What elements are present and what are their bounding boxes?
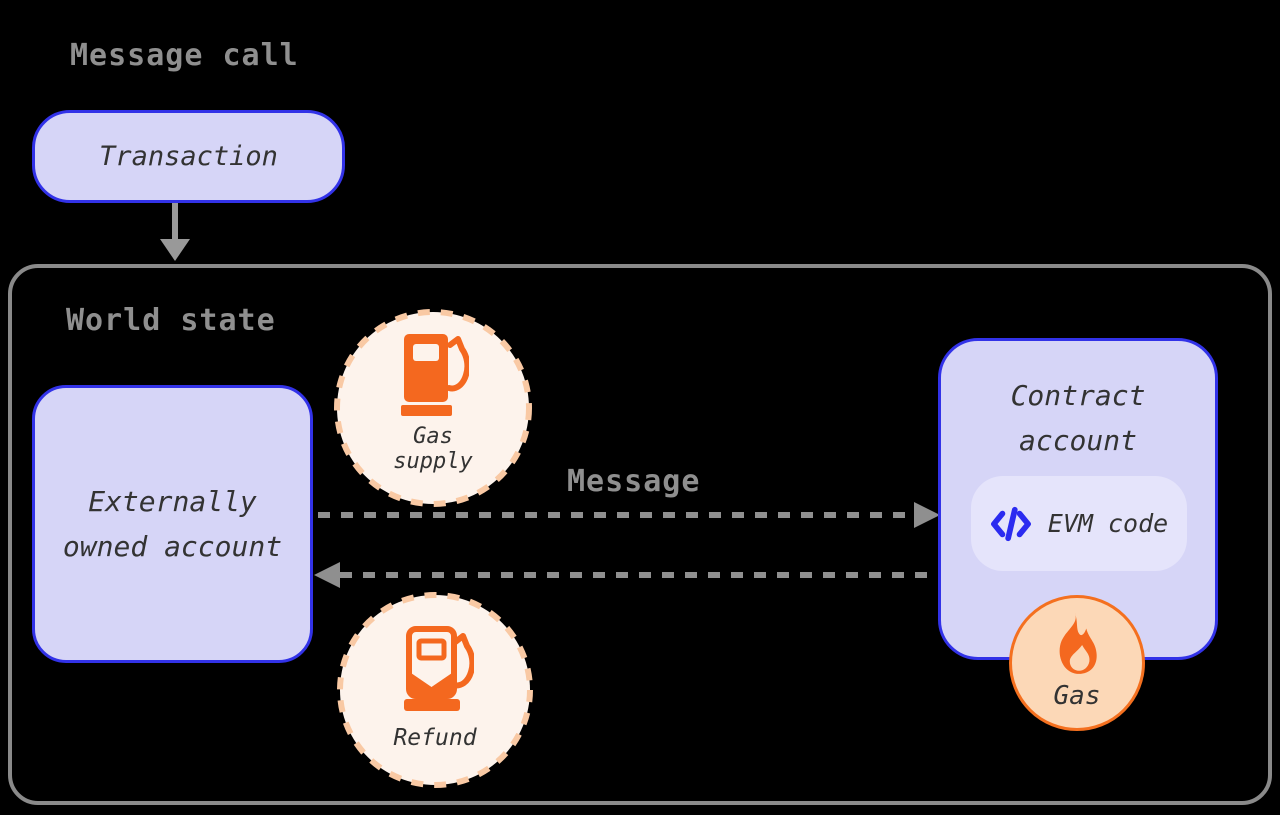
evm-code-label: EVM code	[1047, 509, 1169, 538]
contract-label-line1: Contract	[1010, 379, 1146, 412]
transaction-label: Transaction	[99, 141, 278, 172]
arrow-down-icon	[160, 203, 190, 261]
message-label: Message	[567, 464, 701, 499]
refund-node: Refund	[336, 591, 534, 789]
eoa-label-line2: owned account	[62, 530, 283, 563]
world-state-container	[8, 264, 1272, 805]
return-dashed-arrow-icon	[314, 562, 938, 588]
diagram-title: Message call	[70, 38, 299, 73]
eoa-node: Externally owned account	[32, 385, 313, 663]
gas-supply-label: Gas supply	[393, 424, 473, 474]
gas-supply-node: Gas supply	[333, 308, 533, 508]
evm-code-chip: EVM code	[971, 476, 1187, 571]
gas-pump-outline-icon	[404, 626, 474, 711]
gas-label: Gas	[1053, 681, 1101, 711]
transaction-node: Transaction	[32, 110, 345, 203]
message-dashed-arrow-icon	[318, 502, 940, 528]
eoa-label-line1: Externally	[88, 485, 257, 518]
code-icon	[990, 506, 1031, 541]
refund-label: Refund	[393, 725, 477, 751]
world-state-title: World state	[66, 303, 276, 338]
contract-label-line2: account	[1018, 424, 1137, 457]
gas-node: Gas	[1009, 595, 1145, 731]
gas-pump-icon	[401, 334, 469, 416]
flame-icon	[1059, 613, 1097, 674]
